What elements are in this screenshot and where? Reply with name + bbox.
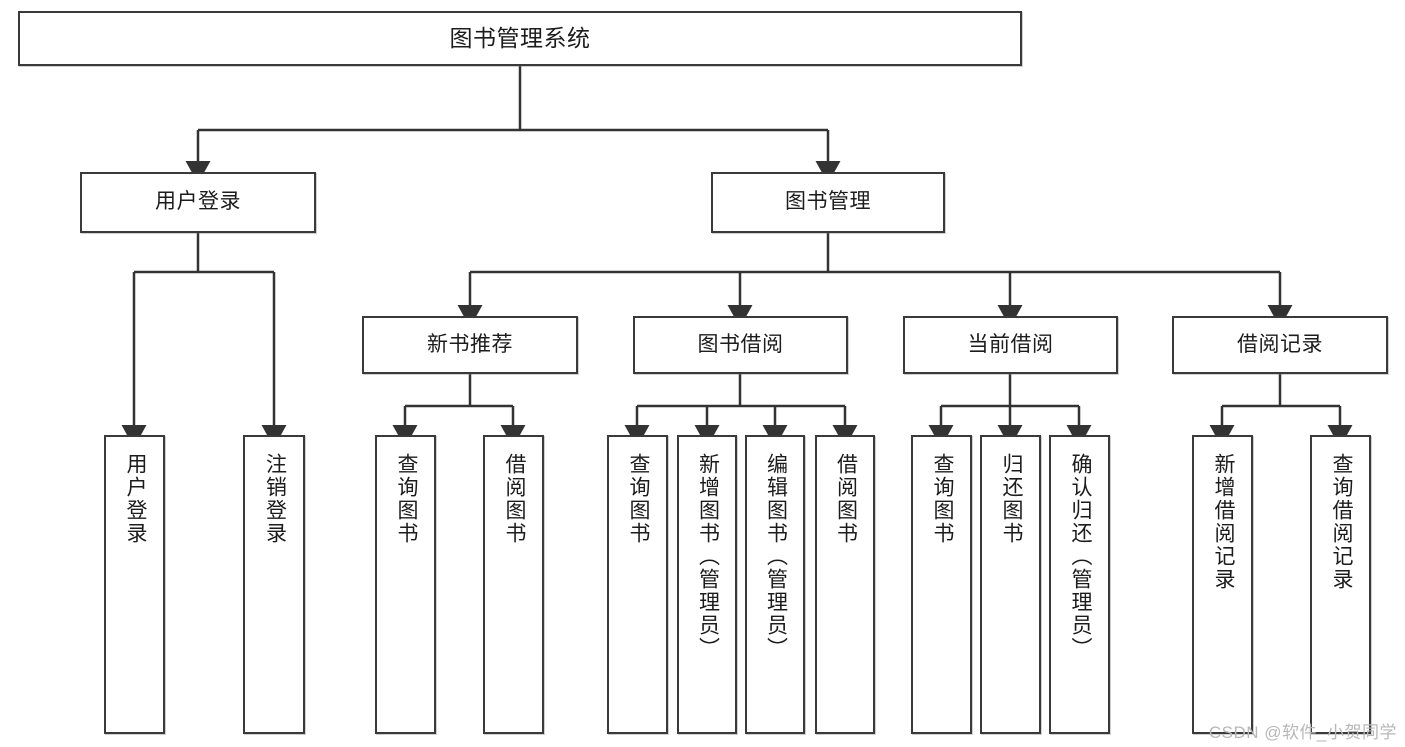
leaf-new-book-borrow-book[interactable]: 借阅图书 bbox=[483, 435, 544, 734]
leaf-book-borrow-add-book-admin[interactable]: 新增图书（管理员） bbox=[677, 435, 737, 734]
leaf-user-login-logout[interactable]: 注销登录 bbox=[243, 435, 305, 734]
leaf-book-borrow-edit-book-admin[interactable]: 编辑图书（管理员） bbox=[745, 435, 805, 734]
node-new-book-recommendation[interactable]: 新书推荐 bbox=[362, 316, 578, 374]
node-current-borrowing[interactable]: 当前借阅 bbox=[903, 316, 1118, 374]
node-label: 查询图书 bbox=[930, 453, 954, 545]
node-user-login[interactable]: 用户登录 bbox=[80, 172, 316, 233]
node-book-borrowing[interactable]: 图书借阅 bbox=[633, 316, 848, 374]
node-label: 用户登录 bbox=[155, 190, 241, 214]
leaf-borrow-record-query-record[interactable]: 查询借阅记录 bbox=[1310, 435, 1371, 734]
node-label: 新增图书（管理员） bbox=[696, 453, 720, 660]
leaf-current-borrow-query-book[interactable]: 查询图书 bbox=[911, 435, 972, 734]
leaf-new-book-query-book[interactable]: 查询图书 bbox=[375, 435, 436, 734]
leaf-book-borrow-borrow-book[interactable]: 借阅图书 bbox=[815, 435, 875, 734]
node-label: 查询图书 bbox=[626, 453, 650, 545]
node-label: 借阅记录 bbox=[1237, 332, 1323, 356]
leaf-current-borrow-confirm-return-admin[interactable]: 确认归还（管理员） bbox=[1049, 435, 1110, 734]
node-label: 用户登录 bbox=[123, 453, 147, 545]
node-label: 新增借阅记录 bbox=[1211, 453, 1235, 591]
node-label: 归还图书 bbox=[999, 453, 1023, 545]
node-label: 图书管理系统 bbox=[449, 25, 591, 52]
node-label: 图书管理 bbox=[785, 190, 871, 214]
node-borrowing-records[interactable]: 借阅记录 bbox=[1172, 316, 1388, 374]
node-root-book-management-system[interactable]: 图书管理系统 bbox=[18, 11, 1022, 66]
leaf-current-borrow-return-book[interactable]: 归还图书 bbox=[980, 435, 1041, 734]
node-label: 借阅图书 bbox=[502, 453, 526, 545]
node-label: 借阅图书 bbox=[834, 453, 858, 545]
node-label: 图书借阅 bbox=[697, 332, 784, 356]
csdn-watermark: CSDN @软件_小贺同学 bbox=[1208, 723, 1397, 742]
node-label: 查询借阅记录 bbox=[1329, 453, 1353, 591]
leaf-book-borrow-query-book[interactable]: 查询图书 bbox=[607, 435, 668, 734]
node-label: 确认归还（管理员） bbox=[1068, 453, 1092, 660]
node-label: 查询图书 bbox=[394, 453, 418, 545]
node-label: 注销登录 bbox=[263, 453, 287, 545]
node-label: 当前借阅 bbox=[967, 332, 1054, 356]
node-label: 新书推荐 bbox=[427, 332, 513, 356]
node-label: 编辑图书（管理员） bbox=[764, 453, 788, 660]
leaf-borrow-record-add-record[interactable]: 新增借阅记录 bbox=[1192, 435, 1253, 734]
leaf-user-login-login[interactable]: 用户登录 bbox=[104, 435, 165, 734]
node-book-management[interactable]: 图书管理 bbox=[711, 172, 945, 233]
